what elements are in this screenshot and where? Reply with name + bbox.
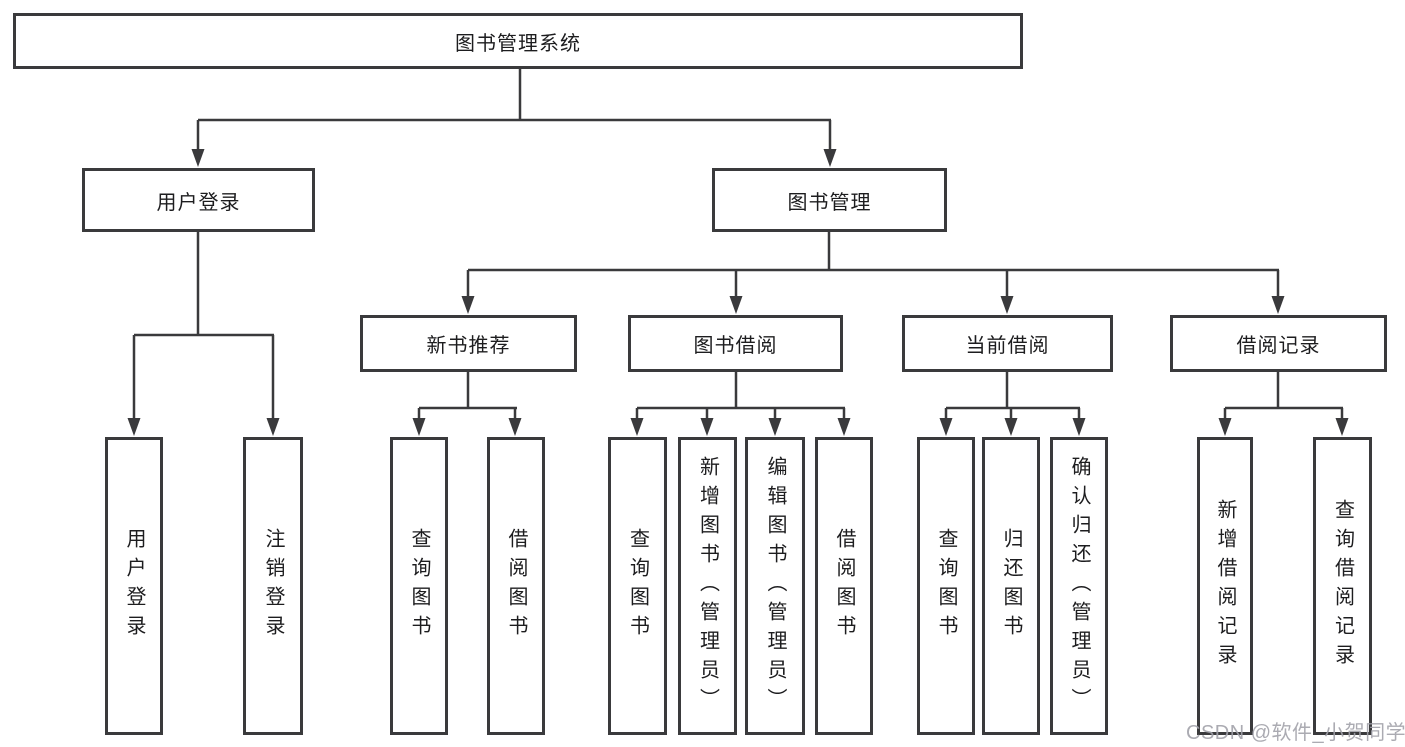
leaf-user-login-label: 用户登录 (123, 528, 145, 644)
leaf-edit-books-admin-label: 编辑图书（管理员） (764, 455, 786, 717)
leaf-confirm-return-admin: 确认归还（管理员） (1050, 437, 1108, 735)
leaf-newbook-query-books: 查询图书 (390, 437, 448, 735)
leaf-logout: 注销登录 (243, 437, 303, 735)
leaf-newbook-borrow-books: 借阅图书 (487, 437, 545, 735)
csdn-watermark: CSDN @软件_小贺同学 (1186, 722, 1405, 744)
leaf-confirm-return-admin-label: 确认归还（管理员） (1068, 455, 1090, 717)
node-root-label: 图书管理系统 (455, 32, 581, 55)
node-new-book-recommend-label: 新书推荐 (426, 335, 511, 357)
leaf-current-query-books: 查询图书 (917, 437, 975, 735)
leaf-return-books-label: 归还图书 (1000, 528, 1022, 644)
node-root: 图书管理系统 (13, 13, 1023, 69)
leaf-borrow-query-books-label: 查询图书 (626, 528, 649, 644)
leaf-borrow-query-books: 查询图书 (608, 437, 667, 735)
leaf-newbook-borrow-books-label: 借阅图书 (505, 528, 527, 644)
leaf-add-borrow-record: 新增借阅记录 (1197, 437, 1253, 735)
leaf-current-query-books-label: 查询图书 (935, 528, 957, 644)
leaf-add-borrow-record-label: 新增借阅记录 (1214, 499, 1236, 673)
leaf-edit-books-admin: 编辑图书（管理员） (745, 437, 805, 735)
node-user-login-label: 用户登录 (156, 191, 241, 214)
node-new-book-recommend: 新书推荐 (360, 315, 577, 372)
node-current-borrow-label: 当前借阅 (965, 335, 1050, 357)
node-current-borrow: 当前借阅 (902, 315, 1113, 372)
leaf-return-books: 归还图书 (982, 437, 1040, 735)
node-book-management-label: 图书管理 (787, 191, 872, 214)
arrowheads (127, 149, 1349, 436)
leaf-query-borrow-record-label: 查询借阅记录 (1331, 499, 1354, 673)
node-user-login: 用户登录 (82, 168, 315, 232)
leaf-borrow-borrow-books: 借阅图书 (815, 437, 873, 735)
node-borrow-records-label: 借阅记录 (1236, 335, 1321, 357)
node-book-borrow-label: 图书借阅 (693, 335, 778, 357)
leaf-borrow-borrow-books-label: 借阅图书 (833, 528, 855, 644)
leaf-add-books-admin-label: 新增图书（管理员） (696, 455, 719, 717)
node-book-borrow: 图书借阅 (628, 315, 843, 372)
node-borrow-records: 借阅记录 (1170, 315, 1387, 372)
leaf-user-login: 用户登录 (105, 437, 163, 735)
node-book-management: 图书管理 (712, 168, 947, 232)
leaf-newbook-query-books-label: 查询图书 (408, 528, 430, 644)
leaf-add-books-admin: 新增图书（管理员） (678, 437, 737, 735)
leaf-logout-label: 注销登录 (262, 528, 284, 644)
leaf-query-borrow-record: 查询借阅记录 (1313, 437, 1372, 735)
